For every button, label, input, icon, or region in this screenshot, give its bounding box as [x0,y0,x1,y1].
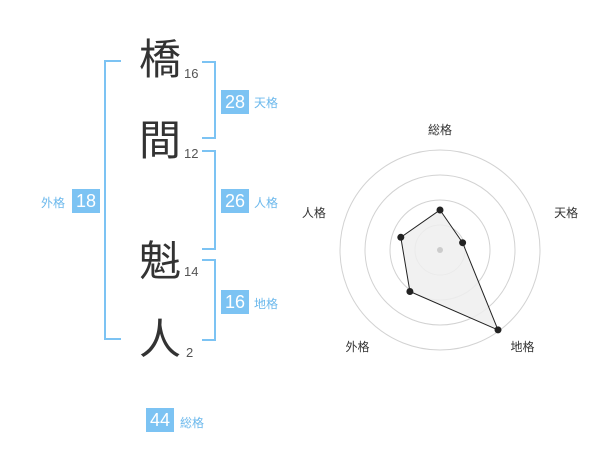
radar-axis-label: 総格 [428,122,452,137]
radar-series-area [400,209,499,331]
jinkaku-value: 26 [221,189,249,213]
gaikaku-label: 外格 [41,196,66,210]
gaikaku-bracket [104,60,121,340]
radar-point-5 [397,233,405,241]
radar-center-dot [437,247,443,253]
radar-axis-label: 外格 [345,339,369,354]
name-char-2: 間 [138,116,181,165]
name-char-4: 人 [138,315,181,364]
gaikaku-value: 18 [72,189,100,213]
jinkaku-bracket [202,150,216,250]
soukaku-value: 44 [146,408,174,432]
radar-point-3 [494,326,502,334]
chikaku-label: 地格 [254,297,279,311]
name-char-1-strokes: 16 [184,66,199,81]
name-char-2-strokes: 12 [184,146,199,161]
name-char-1: 橋 [138,35,181,84]
tenkaku-bracket [202,61,216,139]
chikaku-bracket [202,259,216,341]
chikaku-value: 16 [221,290,249,314]
radar-grid-ring [364,174,516,326]
radar-grid-ring [339,149,541,351]
radar-point-2 [459,239,467,247]
radar-point-4 [406,288,414,295]
name-char-4-strokes: 2 [186,345,194,360]
radar-axis-label: 天格 [554,205,578,220]
soukaku-label: 総格 [180,416,205,430]
tenkaku-value: 28 [221,90,249,114]
tenkaku-label: 天格 [254,96,279,110]
name-char-3: 魁 [138,237,181,286]
radar-axis-label: 地格 [511,339,535,354]
jinkaku-label: 人格 [254,196,279,210]
radar-point-1 [436,206,444,214]
radar-axis-label: 人格 [302,205,326,220]
name-char-3-strokes: 14 [184,264,199,279]
